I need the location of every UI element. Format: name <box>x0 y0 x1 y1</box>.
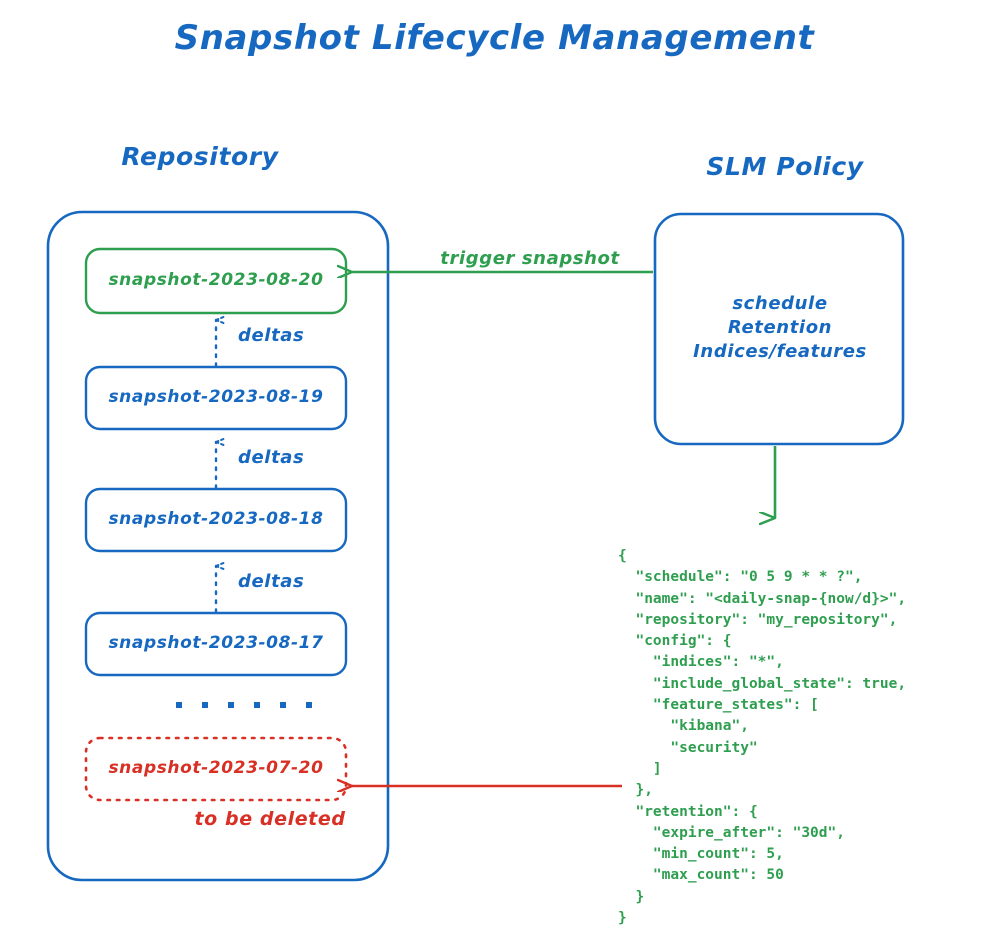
json-line-1: "schedule": "0 5 9 * * ?", <box>618 569 863 586</box>
ellipsis-dots <box>176 702 312 708</box>
policy-attribute-retention: Retention <box>727 317 833 338</box>
json-line-6: "include_global_state": true, <box>618 675 907 692</box>
json-line-17: } <box>618 910 627 927</box>
slm-policy-json: { "schedule": "0 5 9 * * ?", "name": "<d… <box>618 546 906 929</box>
json-line-16: } <box>618 888 645 905</box>
slm-policy-attributes: schedule Retention Indices/features <box>655 292 905 364</box>
json-line-0: { <box>618 548 627 564</box>
deltas-label-3: deltas <box>238 571 305 592</box>
snapshot-label-2023-08-19: snapshot-2023-08-19 <box>108 387 324 407</box>
json-line-8: "kibana", <box>618 718 749 735</box>
to-be-deleted-caption: to be deleted <box>194 808 346 830</box>
policy-attribute-schedule: schedule <box>732 293 828 314</box>
json-line-3: "repository": "my_repository", <box>618 611 898 628</box>
page-title: Snapshot Lifecycle Management <box>174 18 815 58</box>
json-line-11: }, <box>618 782 653 799</box>
deltas-label-1: deltas <box>238 325 305 346</box>
json-line-10: ] <box>618 760 662 777</box>
repository-container <box>46 210 390 882</box>
json-line-4: "config": { <box>618 633 732 650</box>
snapshot-label-2023-08-18: snapshot-2023-08-18 <box>108 509 324 529</box>
repository-label: Repository <box>121 142 279 171</box>
json-line-13: "expire_after": "30d", <box>618 824 845 841</box>
json-line-14: "min_count": 5, <box>618 846 784 863</box>
deltas-label-2: deltas <box>238 447 305 468</box>
snapshot-label-2023-07-20: snapshot-2023-07-20 <box>108 758 324 778</box>
trigger-snapshot-label: trigger snapshot <box>440 248 620 269</box>
policy-attribute-indices-features: Indices/features <box>693 341 867 362</box>
json-line-9: "security" <box>618 739 758 756</box>
slm-policy-box[interactable] <box>653 212 905 446</box>
json-line-5: "indices": "*", <box>618 654 784 671</box>
snapshot-label-2023-08-20: snapshot-2023-08-20 <box>108 270 324 290</box>
snapshot-box-2023-07-20[interactable] <box>84 736 348 802</box>
snapshot-label-2023-08-17: snapshot-2023-08-17 <box>108 633 324 653</box>
json-line-2: "name": "<daily-snap-{now/d}>", <box>618 590 907 607</box>
json-line-12: "retention": { <box>618 803 758 820</box>
json-line-15: "max_count": 50 <box>618 867 784 884</box>
json-line-7: "feature_states": [ <box>618 697 819 714</box>
slm-policy-label: SLM Policy <box>706 152 864 181</box>
